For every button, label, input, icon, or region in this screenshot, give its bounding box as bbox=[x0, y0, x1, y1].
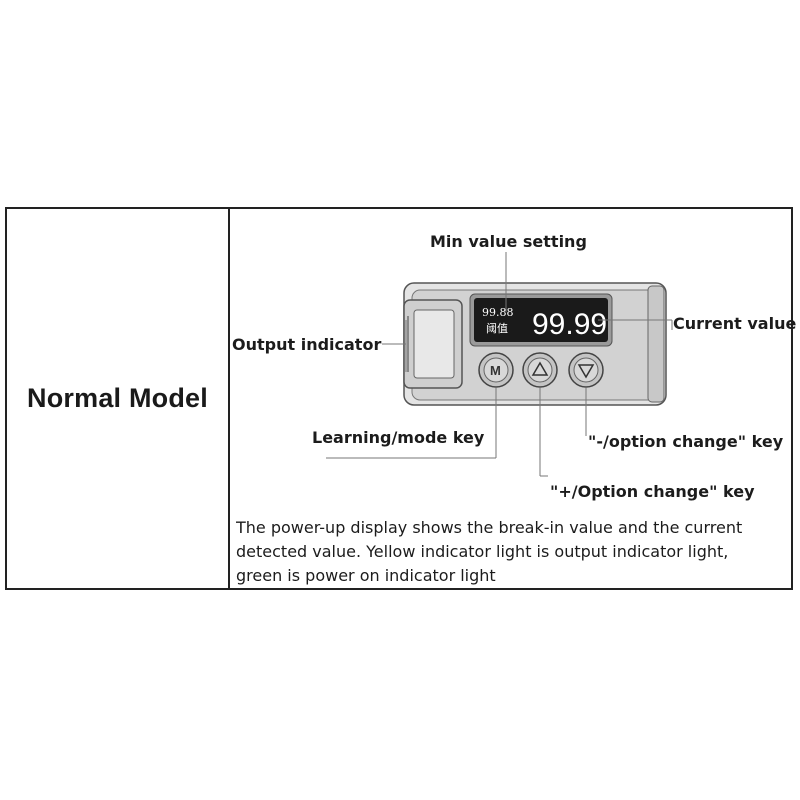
display-screen: 99.88 阈值 99.99 bbox=[469, 293, 613, 347]
column-divider bbox=[228, 209, 230, 588]
model-label: Normal Model bbox=[27, 383, 208, 413]
spec-table-row: Normal Model bbox=[5, 207, 793, 590]
minus-key[interactable] bbox=[568, 352, 604, 388]
min-value-setting-label: Min value setting bbox=[430, 232, 587, 251]
threshold-label: 阈值 bbox=[486, 321, 508, 335]
down-triangle-icon bbox=[577, 364, 595, 379]
description-text: The power-up display shows the break-in … bbox=[236, 518, 743, 585]
current-value-label: Current value bbox=[673, 314, 797, 333]
plus-option-key-label: "+/Option change" key bbox=[550, 482, 755, 501]
threshold-value: 99.88 bbox=[482, 306, 514, 319]
learning-mode-key-label: Learning/mode key bbox=[312, 428, 485, 447]
current-value-readout: 99.99 bbox=[532, 308, 607, 341]
output-indicator-label: Output indicator bbox=[232, 335, 382, 354]
minus-option-key-label: "-/option change" key bbox=[588, 432, 784, 451]
mode-key-label: M bbox=[490, 363, 501, 378]
plus-key[interactable] bbox=[522, 352, 558, 388]
up-triangle-icon bbox=[531, 361, 549, 376]
leader-lines bbox=[326, 252, 673, 477]
mode-key[interactable]: M bbox=[478, 352, 514, 388]
